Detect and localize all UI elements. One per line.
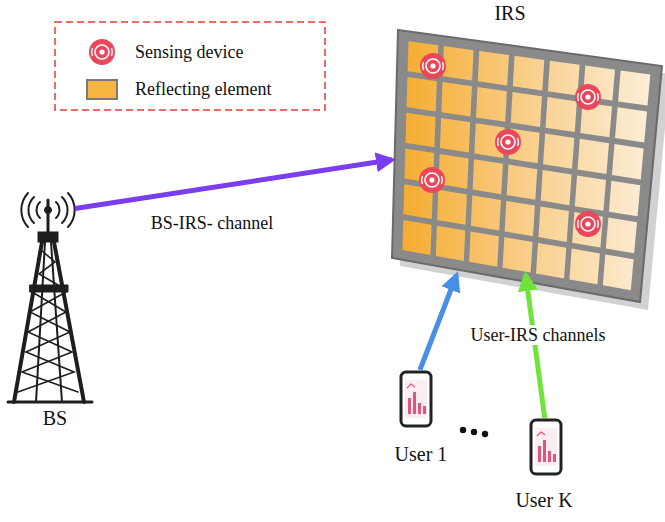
sensing-device bbox=[419, 167, 445, 193]
reflecting-element bbox=[402, 220, 431, 255]
irs-panel-node: IRS bbox=[392, 0, 660, 275]
reflecting-element bbox=[612, 144, 644, 179]
reflecting-element bbox=[469, 232, 499, 267]
reflecting-element bbox=[536, 243, 566, 279]
legend-text: Sensing device bbox=[135, 42, 243, 63]
reflecting-element bbox=[503, 237, 533, 272]
reflecting-element bbox=[572, 212, 603, 248]
reflecting-element bbox=[471, 195, 501, 230]
reflecting-element bbox=[443, 46, 474, 80]
reflecting-element bbox=[538, 207, 569, 242]
reflecting-element bbox=[407, 77, 437, 112]
user-node: User 1 bbox=[386, 370, 460, 468]
node-label: IRS bbox=[494, 2, 525, 25]
reflecting-element bbox=[548, 61, 580, 96]
reflecting-element bbox=[609, 181, 640, 217]
node-label: User 1 bbox=[395, 443, 448, 466]
node-label: BS bbox=[43, 407, 67, 430]
reflecting-element bbox=[505, 201, 535, 236]
reflecting-element bbox=[546, 97, 577, 132]
reflecting-element bbox=[618, 71, 650, 106]
reflecting-element bbox=[440, 118, 470, 153]
irs-panel bbox=[392, 30, 662, 302]
reflecting-element bbox=[615, 107, 647, 142]
sensing-device bbox=[495, 129, 521, 155]
reflecting-element bbox=[606, 218, 637, 254]
reflecting-element bbox=[437, 190, 467, 225]
user-phone bbox=[401, 372, 431, 426]
reflecting-element bbox=[513, 56, 545, 91]
reflecting-elements bbox=[402, 41, 650, 290]
reflecting-element bbox=[543, 134, 574, 169]
legend-text: Reflecting element bbox=[135, 79, 271, 100]
channel-arrow bbox=[526, 275, 545, 418]
reflecting-element bbox=[569, 249, 600, 285]
sensing-device bbox=[89, 39, 115, 65]
reflecting-element bbox=[436, 226, 465, 261]
sensing-device-icon bbox=[89, 39, 115, 65]
reflecting-element bbox=[575, 175, 606, 210]
reflecting-element bbox=[476, 87, 507, 122]
channel-label: User-IRS channels bbox=[467, 325, 608, 346]
legend-swatch bbox=[87, 80, 117, 99]
bs-tower bbox=[8, 193, 92, 402]
reflecting-element bbox=[603, 254, 634, 290]
user-phone bbox=[531, 420, 561, 474]
base-station-node: BS bbox=[35, 204, 75, 432]
reflecting-element bbox=[473, 159, 503, 194]
sensing-device bbox=[420, 53, 446, 79]
node-label: User K bbox=[515, 489, 572, 512]
reflecting-element bbox=[478, 51, 509, 86]
channel-arrow bbox=[420, 275, 457, 370]
reflecting-element bbox=[406, 113, 436, 148]
reflecting-element bbox=[441, 82, 472, 117]
ellipsis-dots bbox=[460, 427, 488, 437]
sensing-devices bbox=[419, 53, 601, 237]
edge-label: BS-IRS- channel bbox=[149, 213, 275, 234]
legend-frame bbox=[55, 22, 325, 110]
user-node: User K bbox=[504, 418, 584, 516]
reflecting-element bbox=[578, 139, 610, 174]
reflecting-element bbox=[541, 170, 572, 205]
sensing-device bbox=[575, 211, 601, 237]
reflecting-element bbox=[511, 92, 542, 127]
channel-arrow bbox=[75, 160, 392, 209]
sensing-device bbox=[575, 84, 601, 110]
reflecting-element bbox=[507, 165, 538, 200]
